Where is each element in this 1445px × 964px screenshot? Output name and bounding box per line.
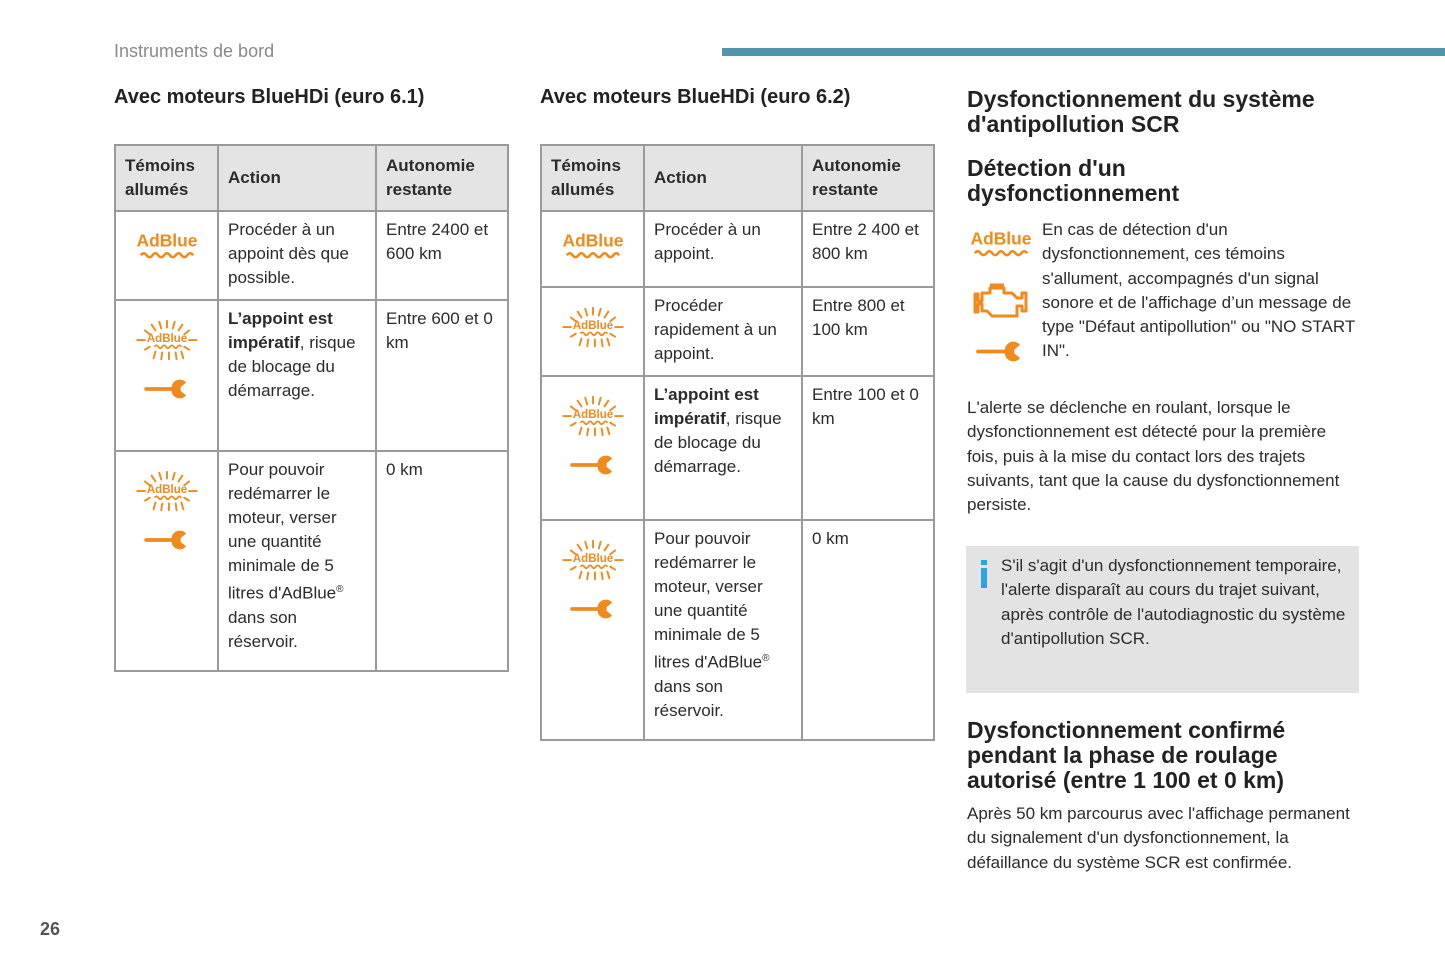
autonomy-cell: Entre 2400 et 600 km: [375, 210, 509, 301]
table-row: L’appoint est impératif, risque de bloca…: [540, 375, 935, 521]
engine-icon: [970, 279, 1030, 323]
table2-title: Avec moteurs BlueHDi (euro 6.2): [540, 86, 851, 108]
action-cell: Procéder à un appoint dès que possible.: [217, 210, 377, 301]
confirmed-text: Après 50 km parcourus avec l'affichage p…: [967, 804, 1350, 872]
adblue-flashing-icon: [559, 537, 627, 585]
adblue-icon: [970, 228, 1032, 261]
autonomy-cell: Entre 2 400 et 800 km: [801, 210, 935, 288]
table-row: L’appoint est impératif, risque de bloca…: [114, 299, 509, 452]
heading-detection: Détection d'un dysfonctionnement: [967, 155, 1180, 206]
page-number: 26: [40, 919, 61, 939]
action-cell: Procéder à un appoint.: [643, 210, 803, 288]
adblue-flashing-icon: [133, 317, 201, 365]
heading-scr-malfunction: Dysfonctionnement du système d'antipollu…: [967, 86, 1315, 137]
action-cell: Procéder rapidement à un appoint.: [643, 286, 803, 377]
wrench-icon: [144, 379, 190, 399]
table-row: Procéder rapidement à un appoint. Entre …: [540, 286, 935, 377]
wrench-icon: [976, 341, 1024, 362]
info-icon: [978, 560, 990, 588]
action-cell: Pour pouvoir redémarrer le moteur, verse…: [217, 450, 377, 672]
autonomy-cell: 0 km: [801, 519, 935, 741]
adblue-flashing-icon: [559, 393, 627, 441]
action-cell: L’appoint est impératif, risque de bloca…: [643, 375, 803, 521]
adblue-icon: [136, 230, 198, 263]
wrench-icon: [144, 530, 190, 550]
info-box: S'il s'agit d'un dysfonctionnement tempo…: [966, 546, 1359, 693]
adblue-flashing-icon: [133, 468, 201, 516]
action-cell: Pour pouvoir redémarrer le moteur, verse…: [643, 519, 803, 741]
header-accent-bar: [722, 48, 1445, 56]
adblue-flashing-icon: [559, 304, 627, 352]
autonomy-cell: Entre 600 et 0 km: [375, 299, 509, 452]
wrench-icon: [570, 599, 616, 619]
table-row: Pour pouvoir redémarrer le moteur, verse…: [114, 450, 509, 672]
heading-confirmed-malfunction: Dysfonctionnement confirmé pendant la ph…: [967, 717, 1286, 793]
table1-title: Avec moteurs BlueHDi (euro 6.1): [114, 86, 425, 108]
adblue-icon: [562, 230, 624, 263]
autonomy-cell: 0 km: [375, 450, 509, 672]
page-header-section: Instruments de bord: [114, 41, 275, 61]
header-action: Action: [643, 144, 803, 212]
table-row: Pour pouvoir redémarrer le moteur, verse…: [540, 519, 935, 741]
header-action: Action: [217, 144, 377, 212]
info-text: S'il s'agit d'un dysfonctionnement tempo…: [1001, 556, 1346, 648]
warning-lights-group: [970, 228, 1032, 362]
table-row: Procéder à un appoint dès que possible. …: [114, 210, 509, 301]
detection-text: En cas de détection d'un dysfonctionneme…: [1042, 220, 1355, 361]
action-cell: L’appoint est impératif, risque de bloca…: [217, 299, 377, 452]
wrench-icon: [570, 455, 616, 475]
alert-text: L'alerte se déclenche en roulant, lorsqu…: [967, 398, 1340, 515]
autonomy-cell: Entre 800 et 100 km: [801, 286, 935, 377]
table-row: Procéder à un appoint. Entre 2 400 et 80…: [540, 210, 935, 288]
autonomy-cell: Entre 100 et 0 km: [801, 375, 935, 521]
